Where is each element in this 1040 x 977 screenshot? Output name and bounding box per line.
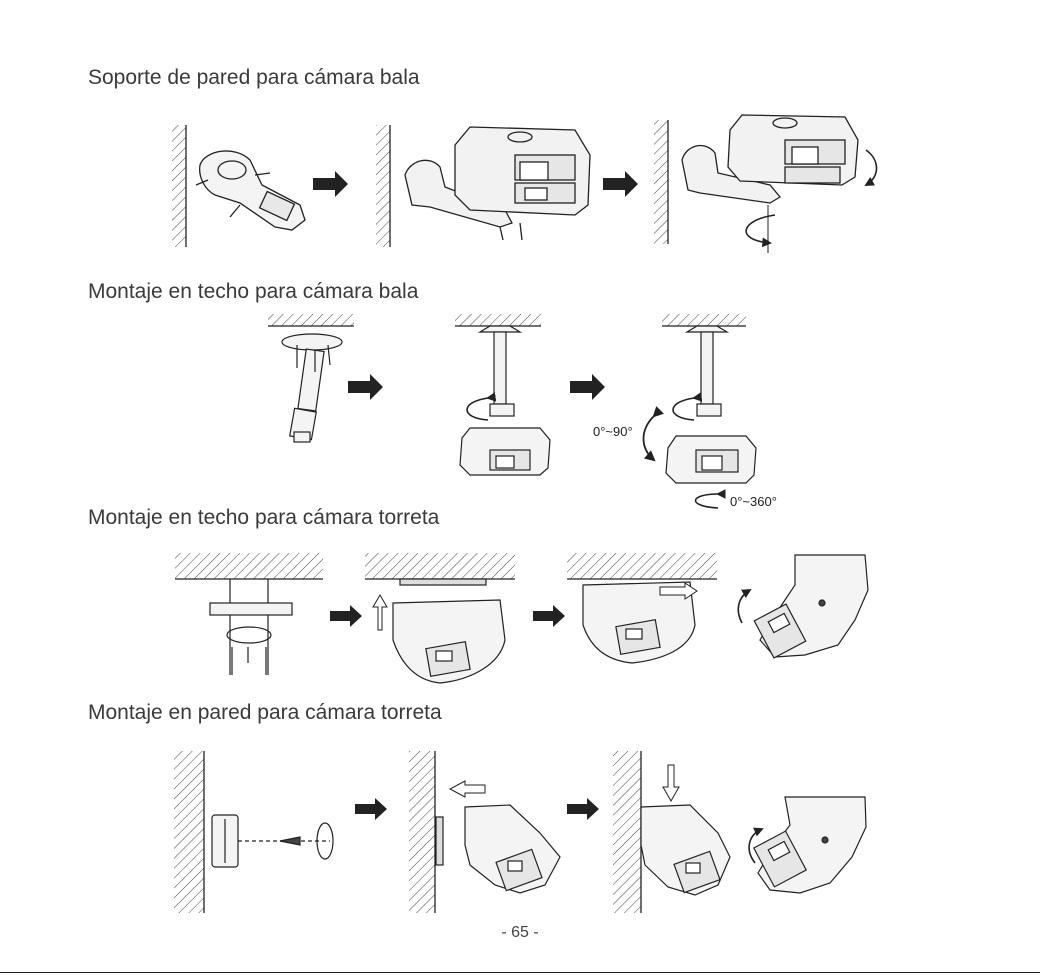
ceiling-mount-turret-diagram xyxy=(0,545,1040,690)
turret-camera-wall-fixed-icon xyxy=(641,805,730,895)
tilt-range-label: 0°~90° xyxy=(593,424,633,439)
wall-hatch xyxy=(409,751,435,913)
ceiling-bullet-camera-adjusted-icon xyxy=(666,326,756,483)
wall-hatch xyxy=(613,751,641,913)
pan-range-label: 0°~360° xyxy=(730,494,777,509)
wall-mount-turret-diagram xyxy=(0,745,1040,920)
next-step-arrow-icon xyxy=(570,374,605,400)
rotate-arrow-icon xyxy=(467,398,488,420)
section-title-ceiling-turret: Montaje en techo para cámara torreta xyxy=(88,506,439,530)
pan-arrow-icon xyxy=(695,494,718,508)
ceiling-hatch xyxy=(662,314,746,326)
left-arrow-icon xyxy=(450,781,485,797)
page-number: - 65 - xyxy=(0,924,1040,942)
bullet-camera-adjusted-icon xyxy=(682,115,858,203)
section-title-wall-bracket-bullet: Soporte de pared para cámara bala xyxy=(88,66,420,90)
ceiling-bullet-camera-icon xyxy=(460,326,550,475)
turret-mount-plate-icon xyxy=(210,579,292,675)
wall-bracket-bullet-diagram xyxy=(0,115,1040,255)
section-title-wall-turret: Montaje en pared para cámara torreta xyxy=(88,701,442,725)
ceiling-hatch xyxy=(567,553,717,579)
wall-hatch xyxy=(172,125,186,247)
next-step-arrow-icon xyxy=(355,798,387,820)
next-step-arrow-icon xyxy=(313,171,348,197)
ceiling-hatch xyxy=(175,553,323,579)
ceiling-hatch xyxy=(365,553,515,579)
next-step-arrow-icon xyxy=(533,605,565,627)
next-step-arrow-icon xyxy=(567,798,599,820)
tilt-arrow-icon xyxy=(738,590,750,623)
bullet-camera-icon xyxy=(405,127,590,240)
turret-camera-wall-final-icon xyxy=(754,797,866,893)
ceiling-bracket-parts-icon xyxy=(282,334,342,442)
next-step-arrow-icon xyxy=(603,171,638,197)
turret-camera-final-icon xyxy=(754,555,868,658)
down-arrow-icon xyxy=(663,765,679,801)
next-step-arrow-icon xyxy=(330,605,362,627)
ceiling-hatch xyxy=(455,314,541,326)
tilt-arrow-icon xyxy=(644,416,655,460)
turret-camera-icon xyxy=(393,579,505,683)
wall-bracket-icon xyxy=(196,151,305,230)
wall-mount-plate-icon xyxy=(212,815,333,867)
wall-hatch xyxy=(376,125,390,247)
up-arrow-icon xyxy=(373,595,387,630)
pan-arrow-icon xyxy=(746,215,775,243)
bottom-divider xyxy=(0,972,1040,973)
tilt-arrow-icon xyxy=(866,150,877,185)
rotate-arrow-icon xyxy=(673,398,694,420)
ceiling-mount-bullet-diagram: 0°~90° 0°~360° xyxy=(0,310,1040,510)
next-step-arrow-icon xyxy=(348,374,383,400)
wall-hatch xyxy=(174,751,204,913)
wall-hatch xyxy=(654,120,668,244)
ceiling-hatch xyxy=(268,314,354,326)
turret-camera-wall-icon xyxy=(436,805,560,893)
section-title-ceiling-bullet: Montaje en techo para cámara bala xyxy=(88,280,418,304)
